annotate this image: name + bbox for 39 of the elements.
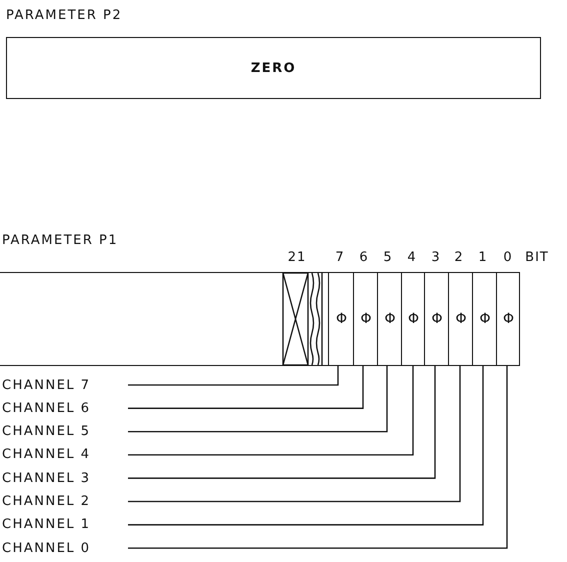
channel-label: CHANNEL 3 <box>2 469 91 488</box>
bit-number: 4 <box>407 250 417 265</box>
leader-line <box>128 366 388 432</box>
leader-line <box>128 366 436 479</box>
bit-value: Φ <box>431 311 443 327</box>
bit-number: 0 <box>503 250 513 265</box>
leader-line <box>128 366 414 456</box>
bit-number: 21 <box>288 250 306 265</box>
bit-axis-label: BIT <box>525 250 549 265</box>
register-heading: PARAMETER P1 <box>2 233 118 248</box>
leader-line <box>128 366 484 526</box>
bit-number: 5 <box>383 250 393 265</box>
bit-number: 1 <box>478 250 488 265</box>
leader-line <box>128 366 461 502</box>
channel-label: CHANNEL 4 <box>2 446 91 464</box>
bit-value: Φ <box>479 311 491 327</box>
bit-number: 3 <box>431 250 441 265</box>
channel-label: CHANNEL 7 <box>2 376 91 394</box>
channel-label: CHANNEL 2 <box>2 492 91 510</box>
register-heading: PARAMETER P2 <box>6 8 122 23</box>
leader-line <box>128 366 339 386</box>
leader-line <box>128 366 508 549</box>
register-box <box>0 272 520 366</box>
bit-number: 2 <box>454 250 464 265</box>
register-box <box>6 37 541 99</box>
bit-value: Φ <box>360 311 372 327</box>
bit-value: Φ <box>408 311 420 327</box>
bit-value: Φ <box>455 311 467 327</box>
bit-value: Φ <box>336 311 348 327</box>
channel-label: CHANNEL 1 <box>2 516 91 534</box>
channel-label: CHANNEL 5 <box>2 422 91 441</box>
bit-value: Φ <box>502 311 514 327</box>
channel-label: CHANNEL 0 <box>2 539 91 558</box>
register-value: ZERO <box>250 60 296 76</box>
bit-number: 6 <box>359 250 369 265</box>
leader-line <box>128 366 364 409</box>
channel-label: CHANNEL 6 <box>2 399 91 418</box>
bit-value: Φ <box>384 311 396 327</box>
bit-number: 7 <box>335 250 345 265</box>
